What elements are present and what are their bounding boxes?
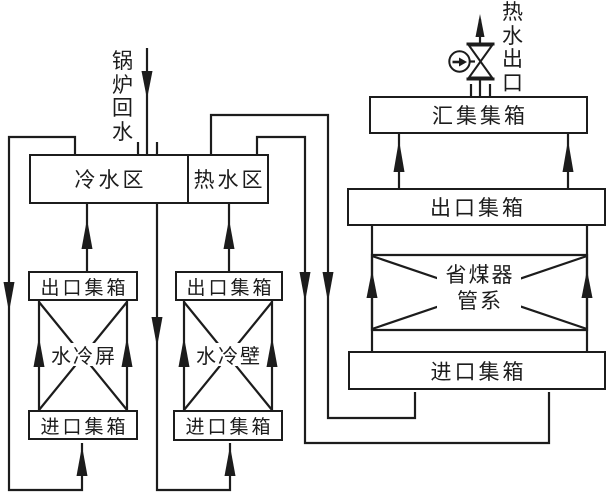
label-hot-water-outlet: 热水出口 [502, 0, 523, 95]
valve-body-icon [467, 44, 494, 64]
actuator-arrow-icon [459, 57, 467, 67]
economizer-bank-label: 省煤器 管系 [437, 261, 521, 315]
flow-arrow-icon [322, 272, 334, 302]
flow-arrow-icon [223, 219, 235, 249]
drum-box: 冷水区 热水区 [29, 154, 269, 204]
valve-icon [448, 42, 495, 81]
water-cooled-screen-label: 水冷屏 [51, 343, 115, 368]
valve-flanges [466, 42, 495, 81]
screen-outlet-header-box: 出口集箱 [28, 271, 138, 301]
flow-arrow-icon [151, 317, 163, 347]
flow-arrow-icon [581, 270, 593, 298]
flow-arrow-icon [224, 446, 236, 476]
collecting-header-box: 汇集集箱 [369, 96, 588, 134]
flow-arrow-icon [3, 282, 15, 312]
flow-arrow-icon [178, 337, 190, 367]
flow-arrow-icon [475, 14, 485, 37]
pipe-hotzone-econ-a [209, 113, 417, 420]
flow-arrows [3, 14, 593, 476]
flow-arrow-icon [76, 446, 88, 476]
flow-arrow-icon [299, 272, 311, 302]
flow-arrow-icon [562, 140, 574, 172]
wall-inlet-header-box: 进口集箱 [173, 410, 283, 441]
hot-water-zone: 热水区 [187, 156, 267, 202]
economizer-label-line1: 省煤器 [445, 263, 515, 287]
economizer-label-line2: 管系 [457, 289, 503, 313]
flow-arrow-icon [81, 219, 93, 249]
screen-inlet-header-box: 进口集箱 [28, 410, 138, 440]
flow-arrow-icon [266, 337, 278, 367]
label-boiler-return-water: 锅炉回水 [112, 49, 133, 144]
cold-water-zone: 冷水区 [74, 168, 147, 192]
water-cooled-wall-label: 水冷壁 [196, 343, 260, 368]
flow-arrow-icon [393, 140, 405, 172]
flow-arrow-icon [121, 337, 133, 367]
wall-outlet-header-box: 出口集箱 [175, 271, 283, 301]
flow-arrow-icon [141, 71, 153, 99]
economizer-bank-outline [370, 253, 589, 332]
valve-body-icon [467, 59, 494, 79]
economizer-outlet-header-box: 出口集箱 [347, 188, 606, 226]
flow-arrow-icon [366, 270, 378, 298]
flow-arrow-icon [33, 337, 45, 367]
pipe-left-downcomer [7, 135, 84, 492]
economizer-inlet-header-box: 进口集箱 [348, 351, 606, 390]
